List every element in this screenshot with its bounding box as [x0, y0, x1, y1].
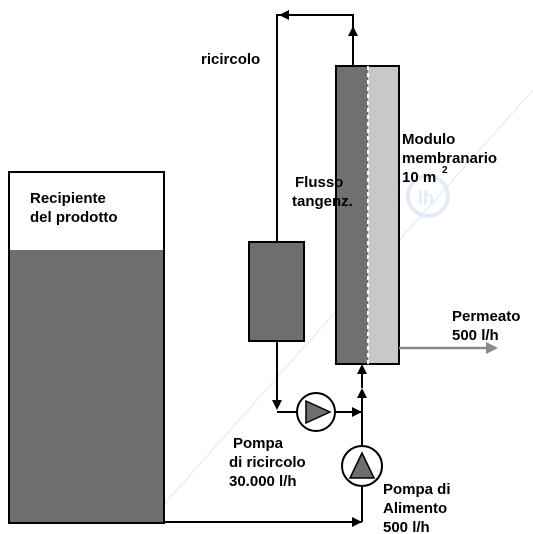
label-recipiente-line1: Recipiente	[30, 190, 106, 207]
label-pompa-alimento-line3: 500 l/h	[383, 519, 430, 534]
label-pompa-ricircolo-line2: di ricircolo	[229, 454, 306, 471]
label-modulo-line2: membranario	[402, 150, 497, 167]
tank-liquid	[9, 250, 164, 523]
label-ricircolo: ricircolo	[201, 51, 260, 68]
recirculation-pump	[296, 392, 336, 432]
module-permeate-side	[368, 66, 399, 364]
label-permeato-line1: Permeato	[452, 308, 520, 325]
tank-outline	[8, 171, 165, 524]
heat-exchanger	[248, 241, 305, 342]
feed-pump	[341, 445, 383, 487]
label-flusso-line1: Flusso	[295, 174, 343, 191]
label-modulo-line3: 10 m	[402, 169, 436, 186]
label-pompa-alimento-line1: Pompa di	[383, 481, 451, 498]
label-pompa-ricircolo-line1: Pompa	[233, 435, 284, 452]
svg-text:lh: lh	[418, 188, 434, 208]
module-retentate-side	[336, 66, 368, 364]
label-flusso-line2: tangenz.	[292, 193, 353, 210]
label-modulo-line1: Modulo	[402, 131, 455, 148]
label-pompa-alimento-line2: Alimento	[383, 500, 447, 517]
label-pompa-ricircolo-line3: 30.000 l/h	[229, 473, 297, 490]
label-modulo-superscript: 2	[442, 165, 448, 176]
label-permeato-line2: 500 l/h	[452, 327, 499, 344]
membrane-module	[335, 65, 400, 365]
label-recipiente-line2: del prodotto	[30, 209, 117, 226]
product-tank	[8, 171, 165, 524]
